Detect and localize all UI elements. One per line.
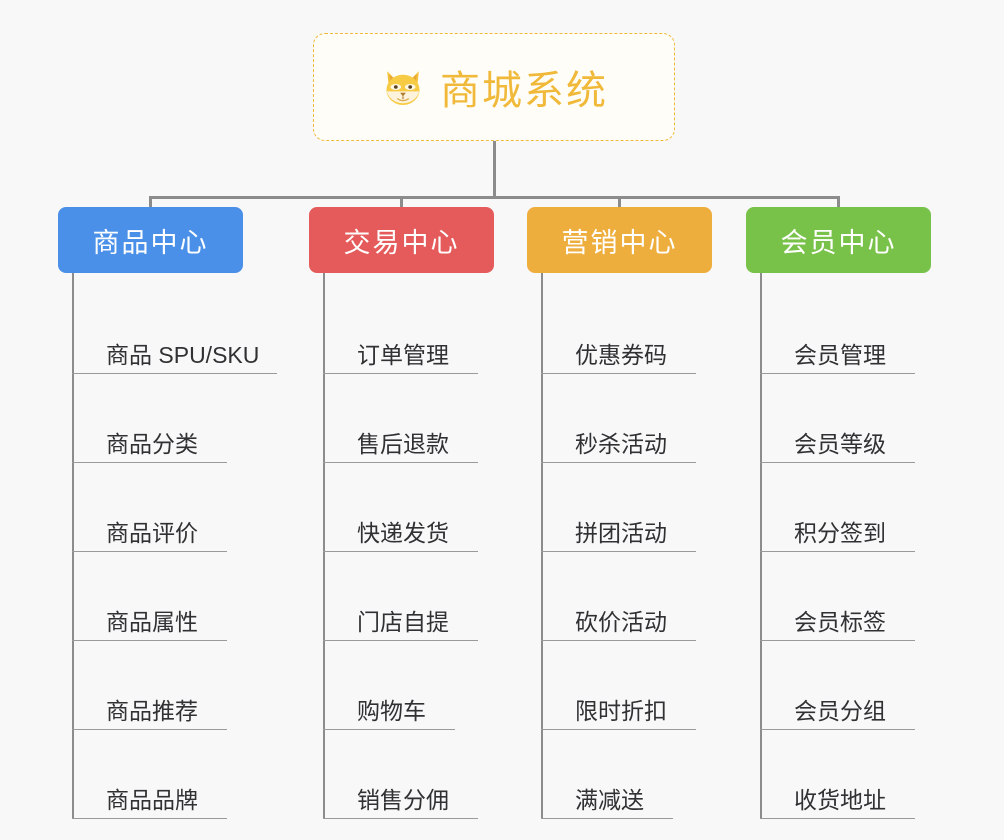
connector-chip-to-list-2 bbox=[323, 273, 325, 286]
list-item[interactable]: 商品评价 bbox=[72, 463, 227, 552]
list-item-label: 满减送 bbox=[575, 786, 644, 813]
list-item[interactable]: 会员管理 bbox=[760, 285, 915, 374]
connector-branch-1 bbox=[149, 196, 152, 209]
list-item[interactable]: 收货地址 bbox=[760, 730, 915, 819]
list-item-label: 商品 SPU/SKU bbox=[106, 341, 260, 368]
list-item[interactable]: 拼团活动 bbox=[541, 463, 696, 552]
leaf-spine bbox=[760, 285, 762, 819]
connector-chip-to-list-3 bbox=[541, 273, 543, 286]
list-item[interactable]: 售后退款 bbox=[323, 374, 478, 463]
list-item-label: 积分签到 bbox=[794, 519, 886, 546]
list-item-label: 会员管理 bbox=[794, 341, 886, 368]
branch-label: 营销中心 bbox=[561, 227, 678, 258]
list-item[interactable]: 秒杀活动 bbox=[541, 374, 696, 463]
connector-chip-to-list-4 bbox=[760, 273, 762, 286]
list-item-label: 订单管理 bbox=[357, 341, 449, 368]
list-item[interactable]: 销售分佣 bbox=[323, 730, 478, 819]
list-item[interactable]: 积分签到 bbox=[760, 463, 915, 552]
leaf-spine bbox=[541, 285, 543, 819]
list-item[interactable]: 满减送 bbox=[541, 730, 673, 819]
branch-label: 商品中心 bbox=[92, 227, 209, 258]
list-item-label: 商品评价 bbox=[106, 519, 198, 546]
list-item[interactable]: 订单管理 bbox=[323, 285, 478, 374]
list-item-label: 售后退款 bbox=[357, 430, 449, 457]
root-node[interactable]: 商城系统 bbox=[313, 33, 675, 141]
branch-header-商品中心[interactable]: 商品中心 bbox=[58, 207, 243, 273]
leaf-list-商品中心: 商品 SPU/SKU 商品分类 商品评价 商品属性 商品推荐 商品品牌 bbox=[72, 285, 277, 819]
connector-horizontal-bus bbox=[150, 196, 840, 199]
list-item[interactable]: 商品品牌 bbox=[72, 730, 227, 819]
branch-header-营销中心[interactable]: 营销中心 bbox=[527, 207, 712, 273]
list-item-label: 门店自提 bbox=[357, 608, 449, 635]
list-item[interactable]: 购物车 bbox=[323, 641, 455, 730]
list-item[interactable]: 优惠券码 bbox=[541, 285, 696, 374]
list-item-label: 拼团活动 bbox=[575, 519, 667, 546]
branch-label: 交易中心 bbox=[343, 227, 460, 258]
leaf-list-交易中心: 订单管理 售后退款 快递发货 门店自提 购物车 销售分佣 bbox=[323, 285, 478, 819]
list-item-label: 秒杀活动 bbox=[575, 430, 667, 457]
list-item-label: 优惠券码 bbox=[575, 341, 667, 368]
list-item-label: 收货地址 bbox=[794, 786, 886, 813]
list-item[interactable]: 门店自提 bbox=[323, 552, 478, 641]
list-item[interactable]: 快递发货 bbox=[323, 463, 478, 552]
connector-branch-4 bbox=[837, 196, 840, 209]
leaf-list-营销中心: 优惠券码 秒杀活动 拼团活动 砍价活动 限时折扣 满减送 bbox=[541, 285, 696, 819]
connector-branch-3 bbox=[618, 196, 621, 209]
connector-root-trunk bbox=[492, 141, 496, 198]
list-item-label: 快递发货 bbox=[357, 519, 449, 546]
branch-header-会员中心[interactable]: 会员中心 bbox=[746, 207, 931, 273]
root-title: 商城系统 bbox=[440, 69, 608, 113]
list-item[interactable]: 限时折扣 bbox=[541, 641, 696, 730]
list-item-label: 砍价活动 bbox=[575, 608, 667, 635]
list-item-label: 商品推荐 bbox=[106, 697, 198, 724]
list-item-label: 商品品牌 bbox=[106, 786, 198, 813]
list-item-label: 会员等级 bbox=[794, 430, 886, 457]
list-item-label: 销售分佣 bbox=[357, 786, 449, 813]
list-item-label: 限时折扣 bbox=[575, 697, 667, 724]
connector-chip-to-list-1 bbox=[72, 273, 74, 286]
connector-branch-2 bbox=[400, 196, 403, 209]
list-item-label: 商品分类 bbox=[106, 430, 198, 457]
leaf-spine bbox=[323, 285, 325, 819]
branch-header-交易中心[interactable]: 交易中心 bbox=[309, 207, 494, 273]
list-item-label: 购物车 bbox=[357, 697, 426, 724]
shiba-dog-icon bbox=[380, 64, 426, 110]
list-item-label: 会员标签 bbox=[794, 608, 886, 635]
list-item[interactable]: 商品分类 bbox=[72, 374, 227, 463]
leaf-spine bbox=[72, 285, 74, 819]
list-item[interactable]: 商品属性 bbox=[72, 552, 227, 641]
list-item[interactable]: 商品 SPU/SKU bbox=[72, 285, 277, 374]
list-item[interactable]: 会员分组 bbox=[760, 641, 915, 730]
list-item[interactable]: 砍价活动 bbox=[541, 552, 696, 641]
list-item-label: 会员分组 bbox=[794, 697, 886, 724]
list-item[interactable]: 会员等级 bbox=[760, 374, 915, 463]
list-item[interactable]: 会员标签 bbox=[760, 552, 915, 641]
leaf-list-会员中心: 会员管理 会员等级 积分签到 会员标签 会员分组 收货地址 bbox=[760, 285, 915, 819]
list-item-label: 商品属性 bbox=[106, 608, 198, 635]
branch-label: 会员中心 bbox=[780, 227, 897, 258]
list-item[interactable]: 商品推荐 bbox=[72, 641, 227, 730]
